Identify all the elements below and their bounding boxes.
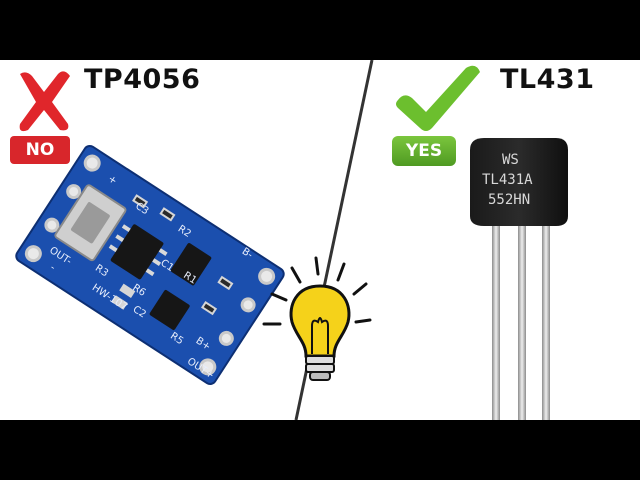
pcb-label-minus: - — [48, 262, 57, 273]
tp4056-board-image: C3 R3 HW-107 R2 R6 C1 C2 R1 R5 OUT- B- B… — [15, 145, 285, 385]
chip-marking-line-1: WS — [502, 152, 519, 168]
no-badge: NO — [10, 136, 70, 164]
green-check-icon — [396, 65, 480, 131]
yes-badge: YES — [392, 136, 456, 166]
tl431-chip-image: WS TL431A 552HN — [470, 138, 568, 420]
lightbulb-icon — [262, 256, 372, 381]
left-title: TP4056 — [84, 64, 201, 95]
chip-marking-line-3: 552HN — [488, 192, 530, 208]
red-x-icon — [19, 71, 70, 132]
comparison-stage: NO TP4056 — [0, 60, 640, 420]
right-title: TL431 — [500, 64, 595, 95]
chip-marking-line-2: TL431A — [482, 172, 533, 188]
